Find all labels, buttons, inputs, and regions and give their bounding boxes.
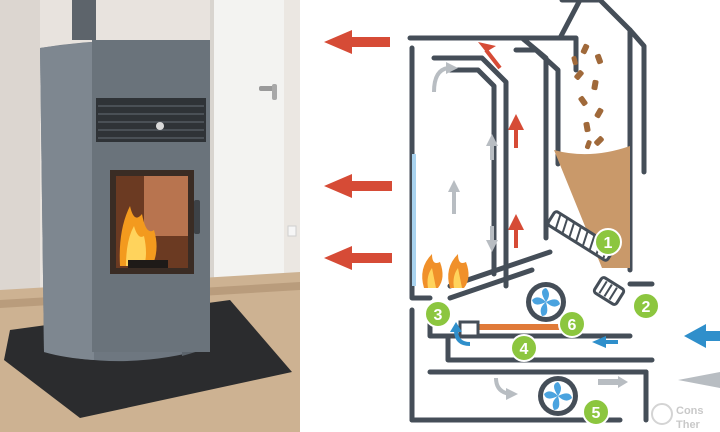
grey-airflow-arrows — [432, 62, 720, 400]
door — [214, 0, 286, 278]
wall-socket — [287, 225, 297, 237]
pellet-stove-diagram: 1 2 3 4 5 6 Cons Ther — [324, 0, 720, 431]
callout-number-6: 6 — [568, 317, 577, 334]
callout-number-5: 5 — [592, 405, 601, 422]
control-button — [156, 122, 164, 130]
door-latch — [194, 200, 200, 234]
stove-photo-panel — [0, 0, 300, 432]
door-frame — [210, 0, 214, 282]
hot-air-outlet-arrow-bottom — [324, 246, 392, 270]
air-inlet-box — [458, 320, 480, 338]
callout-badge-3: 3 — [424, 300, 452, 328]
stove-walls — [407, 0, 655, 423]
callout-badge-4: 4 — [510, 334, 538, 362]
hot-air-outlet-arrow-middle — [324, 174, 392, 198]
callout-badge-5: 5 — [582, 398, 610, 426]
door-lock — [272, 84, 277, 100]
cold-air-arrows — [450, 322, 720, 348]
convection-fan-icon — [526, 282, 566, 322]
callout-number-3: 3 — [434, 307, 443, 324]
pellet-stove-photo — [0, 0, 300, 432]
flame-icon — [422, 254, 469, 288]
hot-air-outlet-arrow-top — [324, 30, 390, 54]
grille-slats — [98, 105, 204, 139]
wall-shadow — [0, 0, 40, 300]
smoke-extractor-fan-icon — [538, 376, 578, 416]
callout-badge-6: 6 — [558, 310, 586, 338]
chamber-back-bricks — [144, 176, 188, 236]
burner-bar — [476, 324, 580, 330]
burner-tray — [128, 260, 168, 268]
stove-diagram-panel: 1 2 3 4 5 6 Cons Ther — [300, 0, 720, 432]
top-grille — [96, 98, 206, 142]
exhaust-hot-air-arrow — [478, 42, 502, 70]
callout-number-1: 1 — [604, 235, 613, 252]
motor-reducer — [592, 276, 626, 306]
stove-side-left — [40, 42, 94, 360]
falling-pellets — [571, 43, 604, 150]
watermark-logo: Cons Ther — [651, 403, 704, 431]
callout-number-4: 4 — [520, 341, 529, 358]
callout-number-2: 2 — [642, 299, 651, 316]
logo-line-2: Ther — [676, 419, 701, 431]
callout-badge-1: 1 — [594, 228, 622, 256]
door-jamb — [284, 0, 300, 282]
flame-icon — [119, 206, 157, 266]
logo-line-1: Cons — [676, 405, 704, 417]
callout-badge-2: 2 — [632, 292, 660, 320]
flue-pipe — [72, 0, 96, 40]
